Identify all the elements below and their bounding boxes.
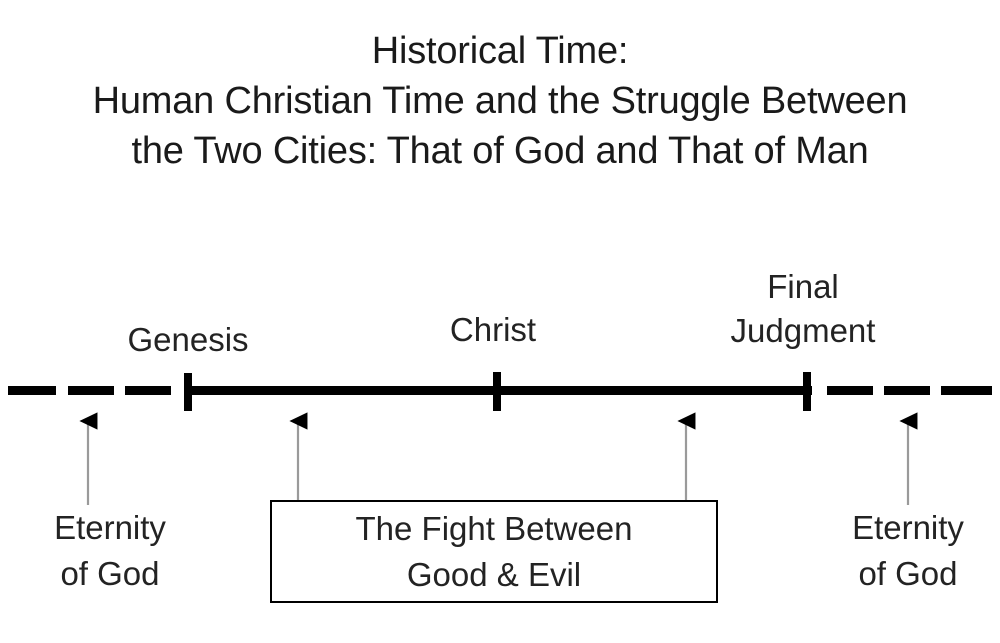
callout-eternity-right: Eternity of God bbox=[808, 505, 1000, 597]
label-final-judgment: Final Judgment bbox=[703, 265, 903, 353]
callout-eternity-right-line-2: of God bbox=[858, 555, 958, 592]
axis-dash-left-3 bbox=[125, 386, 171, 395]
label-christ-text: Christ bbox=[449, 311, 537, 348]
tick-christ bbox=[493, 372, 501, 411]
note-box-line-2: Good & Evil bbox=[406, 555, 582, 593]
axis-dash-left-1 bbox=[8, 386, 56, 395]
label-christ: Christ bbox=[393, 308, 593, 352]
title-line-1: Historical Time: bbox=[371, 30, 629, 72]
label-final-judgment-line-2: Judgment bbox=[730, 312, 876, 349]
title-line-3: the Two Cities: That of God and That of … bbox=[131, 130, 869, 172]
callout-eternity-left-line-2: of God bbox=[60, 555, 160, 592]
axis-dash-left-2 bbox=[68, 386, 114, 395]
callout-eternity-right-line-1: Eternity bbox=[852, 509, 964, 546]
page-title: Historical Time: Human Christian Time an… bbox=[0, 26, 1000, 176]
tick-final-judgment bbox=[803, 372, 811, 411]
axis-dash-right-2 bbox=[884, 386, 930, 395]
callout-eternity-left-line-1: Eternity bbox=[54, 509, 166, 546]
tick-genesis bbox=[184, 373, 192, 411]
label-genesis-text: Genesis bbox=[127, 321, 249, 358]
title-line-2: Human Christian Time and the Struggle Be… bbox=[92, 80, 908, 122]
note-box-fight: The Fight Between Good & Evil bbox=[270, 500, 718, 603]
label-final-judgment-line-1: Final bbox=[767, 268, 839, 305]
callout-eternity-left: Eternity of God bbox=[10, 505, 210, 597]
label-genesis: Genesis bbox=[88, 318, 288, 362]
note-box-line-1: The Fight Between bbox=[355, 509, 633, 547]
axis-dash-right-3 bbox=[941, 386, 992, 395]
axis-dash-right-1 bbox=[827, 386, 873, 395]
